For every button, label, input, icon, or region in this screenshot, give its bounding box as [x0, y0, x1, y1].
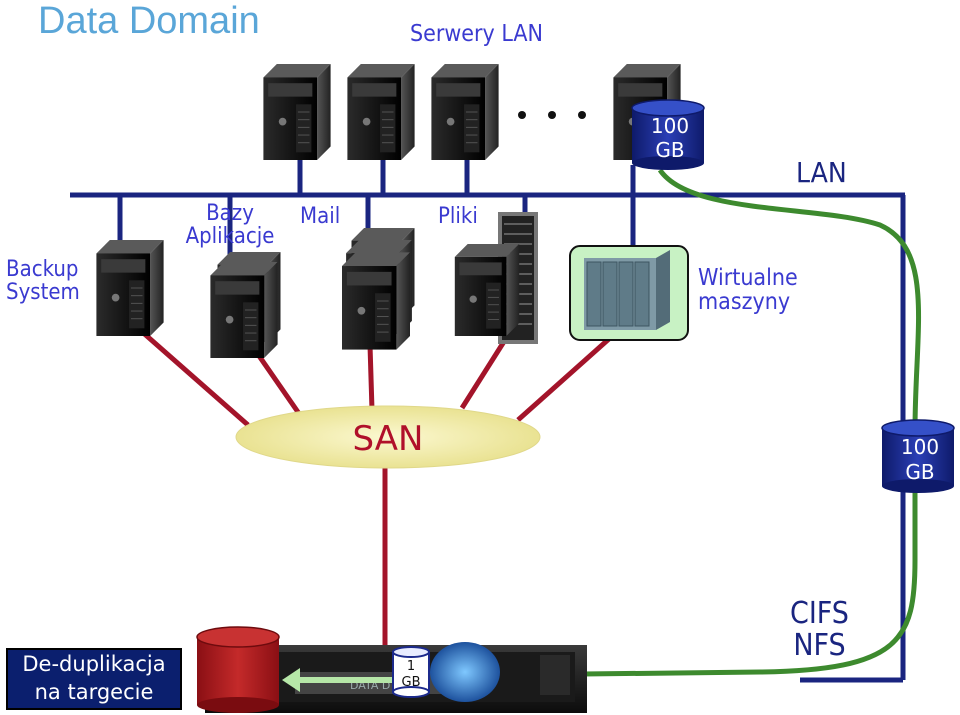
storage-cylinder-right: [881, 419, 955, 493]
page-title: Data Domain: [38, 0, 260, 42]
label-databases-apps: Bazy Aplikacje: [180, 202, 280, 248]
dedup-arrow: [282, 668, 398, 692]
storage-cylinder-small: [392, 646, 430, 698]
brain-icon: [430, 642, 500, 702]
dedup-line1: De-duplikacja: [22, 652, 166, 676]
database-servers: [210, 252, 281, 358]
ellipsis-dots: [518, 111, 586, 119]
storage-top-size: 100: [651, 114, 689, 138]
label-cifs-nfs: CIFS NFS: [790, 598, 849, 661]
label-virtual-line1: Wirtualne: [698, 265, 798, 291]
label-backup-line2: System: [6, 280, 80, 306]
label-databases: Bazy: [206, 201, 254, 226]
storage-small-size: 1: [407, 659, 415, 674]
label-apps: Aplikacje: [185, 224, 275, 250]
storage-right-unit: GB: [905, 460, 934, 484]
virtual-machines-host: [569, 245, 689, 341]
label-backup-line1: Backup: [6, 257, 79, 282]
label-mail: Mail: [300, 204, 341, 229]
storage-top-unit: GB: [655, 138, 684, 162]
lan-servers: [262, 64, 682, 160]
storage-right-size: 100: [901, 435, 939, 459]
label-files: Pliki: [438, 204, 478, 229]
dedup-line2: na targecie: [34, 680, 154, 705]
storage-small-unit: GB: [402, 675, 421, 690]
label-lan: LAN: [796, 156, 847, 189]
file-server: [454, 212, 538, 344]
label-backup-system: Backup System: [6, 258, 80, 304]
label-cifs: CIFS: [790, 596, 849, 631]
dedup-storage-cylinder: [196, 626, 280, 713]
dedup-box: De-duplikacja na targecie: [6, 648, 182, 710]
san-label: SAN: [353, 419, 424, 459]
san-cloud: [235, 405, 541, 469]
replication-link: [499, 168, 922, 678]
label-nfs: NFS: [793, 627, 846, 663]
label-virtual-machines: Wirtualne maszyny: [698, 266, 798, 314]
backup-server: [96, 240, 164, 336]
san-links: [138, 328, 612, 645]
label-lan-servers: Serwery LAN: [410, 21, 544, 47]
storage-cylinder-top: [631, 99, 705, 170]
mail-servers: [342, 228, 415, 350]
label-virtual-line2: maszyny: [698, 289, 791, 316]
lan-bus: [70, 160, 906, 683]
